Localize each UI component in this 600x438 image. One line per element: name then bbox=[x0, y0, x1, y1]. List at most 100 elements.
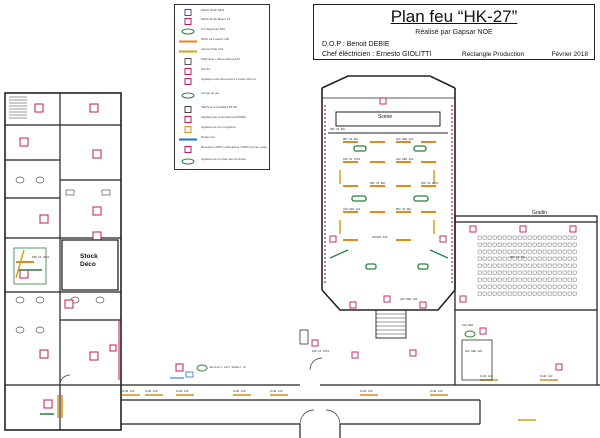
legend-item: Martin Rush MH1 bbox=[177, 8, 269, 17]
right-lower-fixtures bbox=[351, 327, 563, 421]
theatre-left-fixtures bbox=[170, 329, 319, 379]
gradin-seat bbox=[557, 242, 562, 247]
gradin-seat bbox=[517, 270, 522, 275]
gradin-seat bbox=[532, 256, 537, 261]
fixture-label: LED RGB 220 bbox=[396, 138, 414, 141]
legend-label: Arri Skypanel S60 bbox=[201, 27, 226, 31]
gradin-seat bbox=[492, 263, 497, 268]
gradin-seat bbox=[537, 270, 542, 275]
gradin-seat bbox=[572, 263, 577, 268]
gradin-seat bbox=[527, 256, 532, 261]
gradin-seat bbox=[492, 270, 497, 275]
gradin-seat bbox=[537, 284, 542, 289]
gradin-seat bbox=[552, 256, 557, 261]
gradin-seat bbox=[507, 256, 512, 261]
fixture-label: PAR 64 CP62 bbox=[32, 256, 50, 259]
gradin-seat bbox=[512, 256, 517, 261]
corridor-label: FLUO 120 bbox=[480, 375, 493, 378]
gradin-seat bbox=[572, 284, 577, 289]
gradin-seat bbox=[532, 249, 537, 254]
room-name-deco: Déco bbox=[80, 261, 96, 268]
chef-credit: Chef éléctricien : Ernesto GIOLITTI bbox=[322, 51, 432, 58]
gradin-seat bbox=[482, 249, 487, 254]
legend-item: Applique de jeu tungstène bbox=[177, 125, 269, 134]
corridor-misc bbox=[40, 363, 208, 415]
corridor-labels: FLUO 120 FLUO 120 FLUO 120 FLUO 120 FLUO… bbox=[122, 324, 553, 393]
gradin-seat bbox=[507, 235, 512, 240]
left-stairs bbox=[9, 96, 27, 119]
gradin-seat bbox=[542, 284, 547, 289]
gradin-seat bbox=[502, 270, 507, 275]
gradin-seat bbox=[522, 249, 527, 254]
gradin-seat bbox=[517, 277, 522, 282]
gradin-seat bbox=[502, 284, 507, 289]
fixture-label: DMX 60 REL bbox=[343, 138, 359, 141]
gradin-seat bbox=[567, 256, 572, 261]
legend-item: Astera Tube AX1 bbox=[177, 47, 269, 56]
fixture-label: PAR 64 CP62 bbox=[343, 158, 361, 161]
legend-label: Astera Tube AX1 bbox=[201, 47, 224, 51]
gradin-seat bbox=[547, 235, 552, 240]
gradin-seat bbox=[567, 277, 572, 282]
gradin-seat bbox=[497, 270, 502, 275]
legend-label: Par 64 bbox=[201, 67, 210, 71]
gradin-seat bbox=[562, 277, 567, 282]
gradin-seat bbox=[557, 256, 562, 261]
gradin-seat bbox=[527, 249, 532, 254]
dimmer-icon bbox=[181, 158, 195, 165]
gradin-seat bbox=[507, 284, 512, 289]
gradin-seat bbox=[567, 263, 572, 268]
beam-icon bbox=[184, 18, 192, 25]
theatre-skypanels bbox=[329, 145, 449, 270]
gradin-seat bbox=[492, 235, 497, 240]
gradin-seat bbox=[562, 242, 567, 247]
production-company: Rectangle Production bbox=[462, 51, 525, 58]
gradin-seat bbox=[567, 235, 572, 240]
gradin-seat bbox=[492, 284, 497, 289]
legend-item: Lampe de jeu bbox=[177, 91, 269, 100]
gradin-seat bbox=[557, 270, 562, 275]
theatre-orange-tubes bbox=[343, 141, 436, 241]
gradin-seat bbox=[482, 242, 487, 247]
gradin-seat bbox=[572, 291, 577, 296]
gradin-seat bbox=[562, 284, 567, 289]
legend-item: Applique de sourcelab led RGBW bbox=[177, 115, 269, 124]
fixture-label: LED RGB 220 bbox=[465, 350, 483, 353]
corridor-fluo-tubes bbox=[122, 379, 558, 396]
gradin-seat bbox=[547, 270, 552, 275]
gradin-seat bbox=[542, 270, 547, 275]
gradin-seat bbox=[487, 263, 492, 268]
par-icon bbox=[184, 68, 192, 75]
gradin-seat bbox=[522, 284, 527, 289]
gradin-seat bbox=[552, 263, 557, 268]
gradin-seat bbox=[502, 249, 507, 254]
fixture-label: ASTERA AX1 bbox=[372, 236, 388, 239]
panel-icon bbox=[181, 28, 195, 35]
gradin-seat bbox=[502, 277, 507, 282]
gradin-seat bbox=[567, 249, 572, 254]
gradin-seat bbox=[572, 242, 577, 247]
applique-t-icon bbox=[184, 126, 192, 133]
legend-label: Applique de jeu tungstène bbox=[201, 125, 236, 129]
corridor-label: FLUO 120 bbox=[176, 390, 189, 393]
gradin-seat bbox=[537, 277, 542, 282]
gradin-seat bbox=[542, 263, 547, 268]
gradin-seat bbox=[492, 249, 497, 254]
hazer-icon bbox=[184, 106, 192, 113]
gradin-seat bbox=[527, 284, 532, 289]
legend-label: Applique de sourcelab led RGBW bbox=[201, 115, 246, 119]
legend-item: Ruban led bbox=[177, 135, 269, 144]
gradin-seat bbox=[527, 263, 532, 268]
legend-label: Martin Rush Beam 16 bbox=[201, 17, 231, 21]
gradin-seat bbox=[477, 263, 482, 268]
gradin-seat bbox=[482, 235, 487, 240]
plan-subtitle: Réalisé par Gapsar NOE bbox=[415, 29, 493, 36]
dop-credit: D.O.P : Benoit DEBIE bbox=[322, 41, 390, 48]
room-names: Stock Déco Scène Gradin bbox=[80, 114, 547, 268]
legend-item: DMG SL1 switch 120 bbox=[177, 37, 269, 46]
theatre-astera-tubes bbox=[339, 170, 435, 234]
gradin-seat bbox=[477, 270, 482, 275]
legend-label: Ruban led bbox=[201, 135, 215, 139]
gradin-seat bbox=[567, 242, 572, 247]
gradin-seat bbox=[487, 291, 492, 296]
